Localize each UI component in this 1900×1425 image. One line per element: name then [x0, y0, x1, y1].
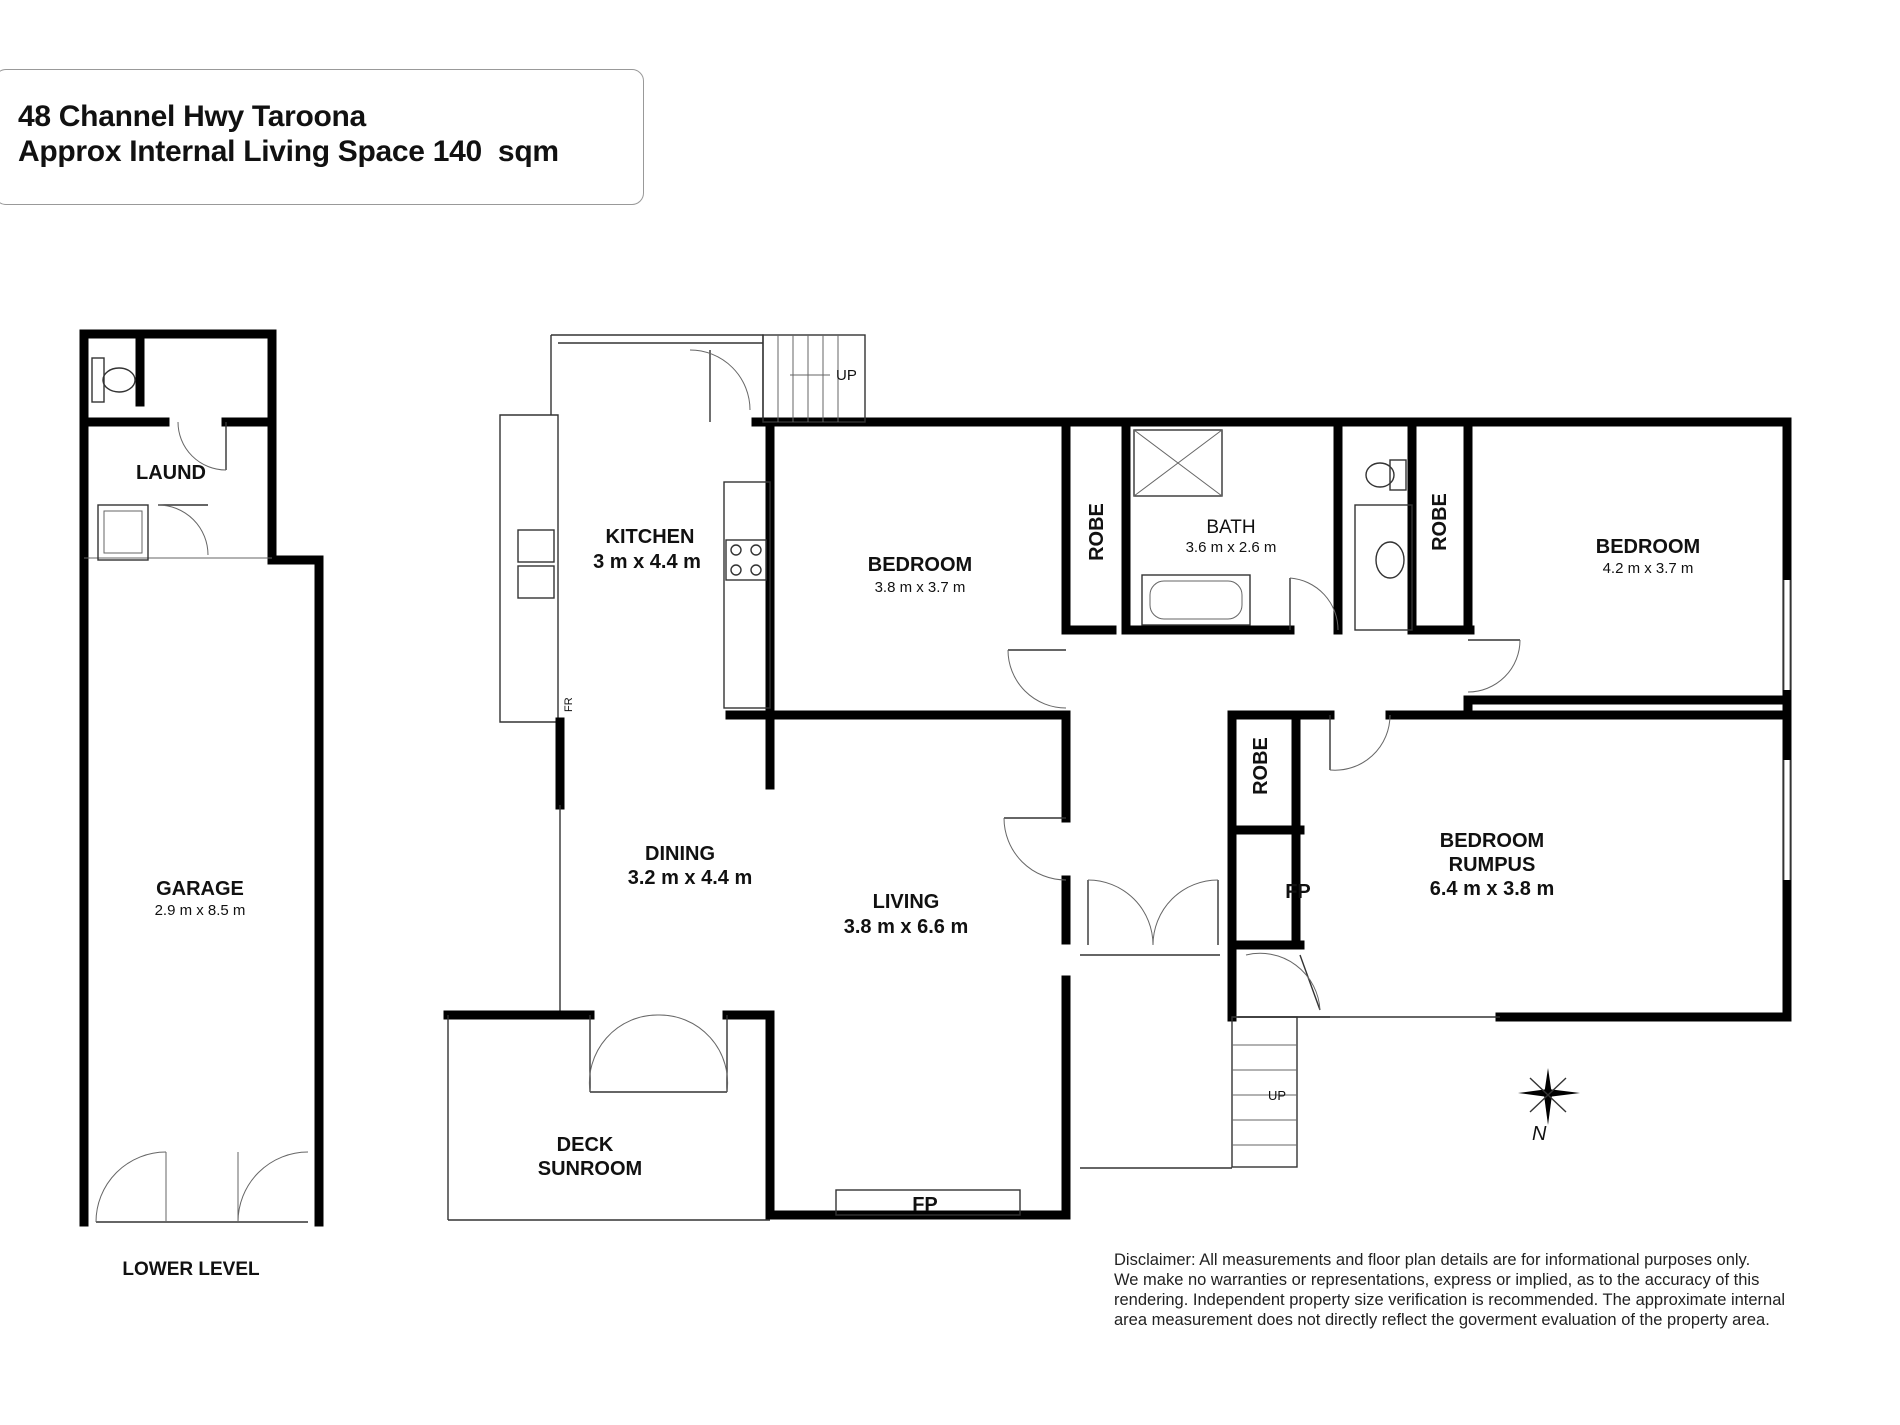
rumpus-door[interactable]	[1329, 714, 1391, 771]
living-fireplace	[835, 1189, 1021, 1216]
disclaimer-line: Disclaimer: All measurements and floor p…	[1114, 1251, 1751, 1269]
disclaimer-line: We make no warranties or representations…	[1114, 1271, 1760, 1289]
stairs-up-label: UP	[1268, 1088, 1286, 1103]
bedroom-rumpus-dimensions: 6.4 m x 3.8 m	[1430, 878, 1555, 900]
garage-label: GARAGE	[156, 878, 244, 900]
compass-icon	[1518, 1068, 1580, 1125]
stairs-up-label: UP	[836, 367, 857, 384]
living-label: LIVING	[873, 891, 940, 913]
living-dimensions: 3.8 m x 6.6 m	[844, 916, 969, 938]
rumpus-fireplace-label: FP	[1285, 881, 1311, 903]
living-space-area: Approx Internal Living Space 140 sqm	[18, 135, 559, 168]
garage-building	[79, 329, 324, 1227]
property-address: 48 Channel Hwy Taroona	[18, 100, 366, 133]
cooktop-icon	[725, 539, 767, 581]
robe-3-label: ROBE	[1250, 737, 1272, 795]
laundry-label: LAUND	[136, 462, 206, 484]
bath-label: BATH	[1206, 517, 1255, 538]
bathtub-icon	[1141, 574, 1251, 626]
title-box	[0, 69, 644, 205]
fridge-label: FR	[563, 697, 575, 712]
bedroom1-door[interactable]	[1007, 649, 1067, 709]
bedroom-2-dimensions: 4.2 m x 3.7 m	[1603, 560, 1694, 577]
disclaimer: Disclaimer: All measurements and floor p…	[1114, 1250, 1894, 1330]
stairs-bottom	[1231, 1016, 1298, 1168]
windows	[1783, 580, 1791, 880]
robe-2-label: ROBE	[1429, 493, 1451, 551]
bath-dimensions: 3.6 m x 2.6 m	[1186, 539, 1277, 556]
garage-dimensions: 2.9 m x 8.5 m	[155, 902, 246, 919]
toilet-icon	[91, 357, 136, 403]
kitchen-label: KITCHEN	[606, 526, 695, 548]
main-house-walls	[443, 334, 1792, 1221]
dining-label: DINING	[645, 843, 715, 865]
lower-level-label: LOWER LEVEL	[122, 1259, 260, 1280]
toilet-icon	[1365, 459, 1407, 491]
kitchen-door[interactable]	[689, 349, 751, 422]
sunroom-label: SUNROOM	[538, 1158, 642, 1180]
garage-door[interactable]	[95, 1151, 309, 1223]
kitchen-bench	[723, 481, 771, 709]
bath-door[interactable]	[1289, 577, 1339, 631]
disclaimer-line: rendering. Independent property size ver…	[1114, 1291, 1786, 1309]
kitchen-sink-icon	[517, 529, 555, 599]
stairs-top	[762, 334, 866, 423]
laundry-tub-icon	[97, 504, 149, 561]
robe-1-label: ROBE	[1086, 503, 1108, 561]
living-fireplace-label: FP	[912, 1194, 938, 1216]
deck-double-door[interactable]	[588, 1014, 729, 1093]
dining-dimensions: 3.2 m x 4.4 m	[628, 867, 753, 889]
bedroom-rumpus-label-2: RUMPUS	[1449, 854, 1536, 876]
compass-north-label: N	[1532, 1123, 1547, 1145]
shower-icon	[1133, 429, 1223, 497]
bedroom-1-label: BEDROOM	[868, 554, 972, 576]
living-hall-door[interactable]	[1003, 817, 1067, 881]
bedroom-rumpus-label-1: BEDROOM	[1440, 830, 1544, 852]
rumpus-side-door[interactable]	[1245, 952, 1321, 1011]
vanity-basin-icon	[1354, 504, 1413, 631]
bedroom-1-dimensions: 3.8 m x 3.7 m	[875, 579, 966, 596]
laundry-door[interactable]	[157, 421, 227, 556]
bedroom2-door[interactable]	[1467, 639, 1521, 693]
kitchen-dimensions: 3 m x 4.4 m	[593, 551, 701, 573]
disclaimer-line: area measurement does not directly refle…	[1114, 1311, 1770, 1329]
bedroom-2-label: BEDROOM	[1596, 536, 1700, 558]
deck-label: DECK	[557, 1134, 614, 1156]
entry-double-door[interactable]	[1087, 879, 1219, 946]
